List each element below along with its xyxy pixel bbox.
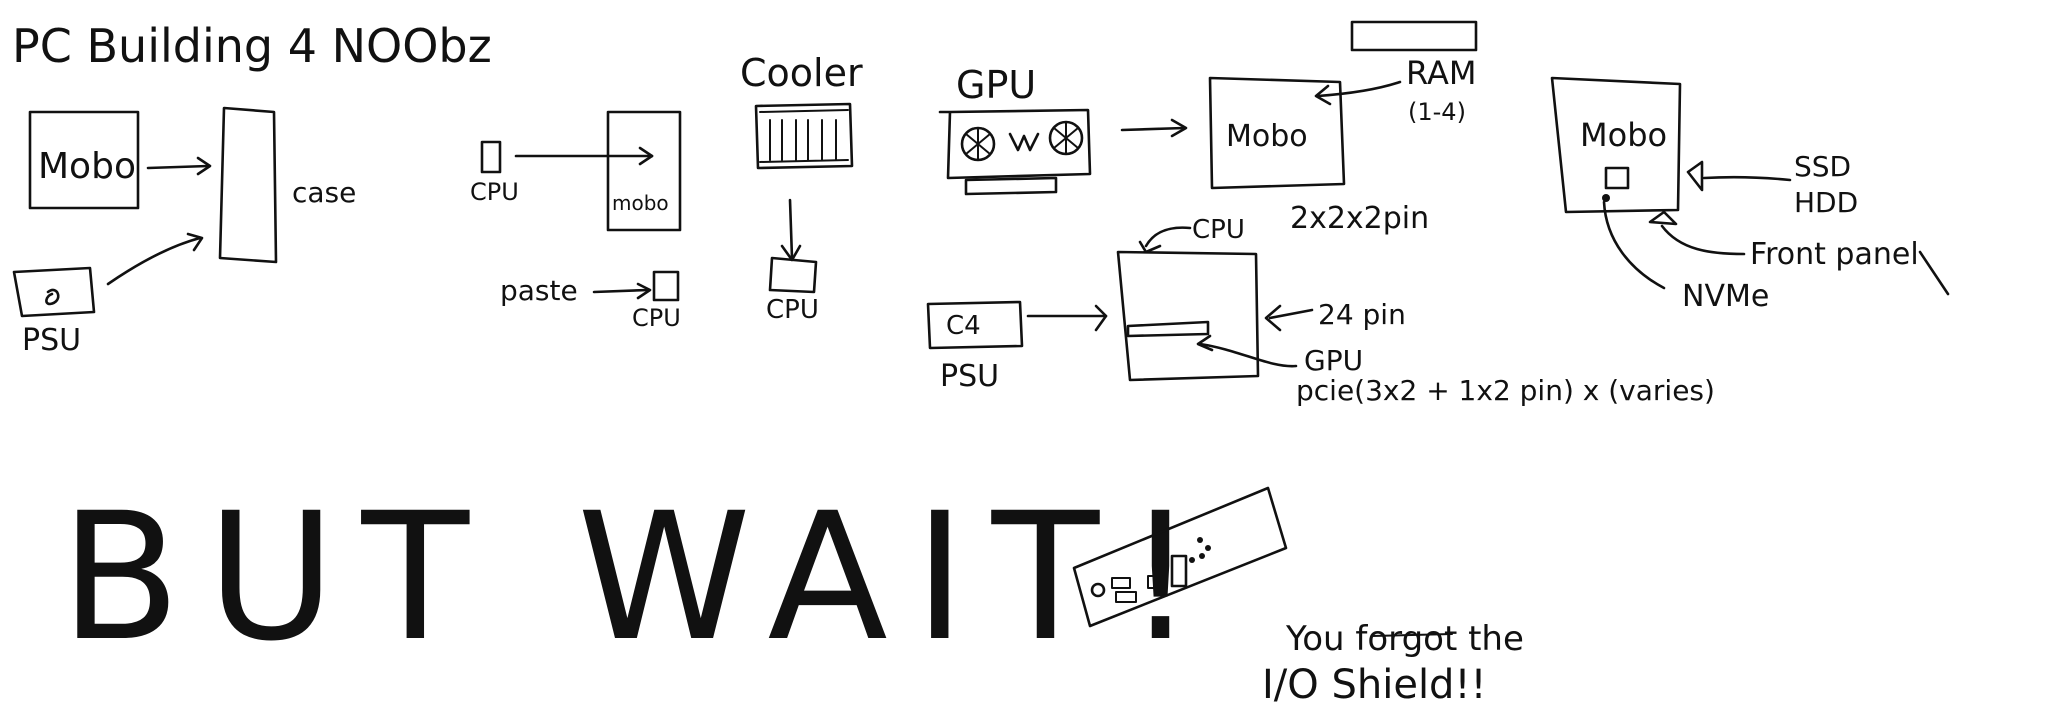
ram-count-label: (1-4) [1408, 98, 1466, 126]
psu-label-step1: PSU [22, 323, 81, 358]
psu-box-step5 [926, 300, 1024, 350]
arrow-cooler-to-cpu [788, 198, 794, 260]
cpu-box-cooler [768, 256, 818, 294]
ram-stick [1350, 20, 1478, 52]
io-audio-jack-1 [1189, 557, 1195, 563]
gpu-power-label: GPU [1304, 344, 1363, 377]
psu-box-step1 [12, 266, 96, 318]
gpu-fan-right-blades [1053, 121, 1079, 155]
mobo-box-step1 [28, 110, 140, 210]
pcie-slot [1126, 320, 1210, 338]
psu-fan-icon [45, 288, 60, 306]
cpu-pins-label: 2x2x2pin [1290, 201, 1429, 236]
arrow-psu-to-case [106, 236, 202, 286]
mobo-box-step6 [1550, 76, 1682, 214]
io-port-2 [1115, 591, 1137, 603]
arrow-gpu-to-mobo [1120, 126, 1186, 132]
psu-box-label: C4 [946, 311, 981, 341]
arrow-cpu-power [1144, 226, 1192, 248]
io-audio-jack-3 [1205, 545, 1211, 551]
case-box [218, 106, 278, 264]
io-audio-jack-2 [1197, 537, 1203, 543]
io-shield-screw [1090, 582, 1106, 598]
hdd-label: HDD [1794, 186, 1858, 219]
io-port-1 [1111, 577, 1131, 589]
mobo-label-step1: Mobo [38, 146, 136, 187]
mobo-box-step5 [1116, 250, 1260, 382]
forgot-strikethrough [1371, 633, 1453, 637]
nvme-mount-point [1602, 194, 1610, 202]
mobo-label-step4: Mobo [1226, 119, 1308, 154]
io-shield-text: I/O Shield!! [1262, 662, 1487, 708]
gpu-label-step4: GPU [956, 63, 1036, 107]
mobo-label-step6: Mobo [1580, 116, 1667, 154]
page-title: PC Building 4 NOObz [12, 19, 492, 73]
cooler-label: Cooler [740, 51, 863, 95]
cooler-box [754, 102, 854, 170]
arrowhead-gpu-power [1196, 334, 1214, 352]
arrow-ssd-hdd [1702, 175, 1792, 182]
arrowhead-cpu-to-mobo [638, 146, 654, 166]
arrow-ram-to-mobo [1316, 80, 1402, 98]
nvme-label: NVMe [1682, 279, 1769, 314]
arrowhead-cpu-power [1138, 240, 1162, 254]
arrowhead-psu-to-case [186, 232, 204, 252]
cooler-fins-icon [759, 109, 849, 163]
cpu-label-paste: CPU [632, 304, 681, 332]
forgot-text: You forgot the [1285, 619, 1524, 659]
pcie-power-label: pcie(3x2 + 1x2 pin) x (varies) [1296, 374, 1715, 407]
mobo-box-step2 [606, 110, 682, 232]
nvme-slot [1604, 166, 1630, 190]
gpu-card-box [938, 108, 1092, 180]
arrowhead-psu-to-mobo [1094, 304, 1108, 332]
io-shield-plate [1072, 486, 1288, 628]
io-port-4 [1170, 554, 1188, 588]
gpu-bracket [964, 176, 1058, 196]
arrow-front-panel [1660, 224, 1746, 256]
ram-label: RAM [1406, 54, 1476, 92]
case-label: case [292, 176, 356, 209]
mobo-label-step2: mobo [612, 191, 669, 215]
arrowhead-ram-to-mobo [1314, 84, 1332, 106]
arrow-mobo-to-case [146, 164, 210, 170]
arrowhead-mobo-to-case [196, 156, 212, 176]
arrow-nvme [1602, 200, 1666, 290]
but-wait-heading: BUT WAIT! [60, 475, 1222, 680]
arrowhead-24pin [1264, 304, 1282, 332]
ssd-label: SSD [1794, 150, 1851, 183]
arrow-24pin [1268, 308, 1314, 320]
psu-label-step5: PSU [940, 359, 999, 394]
gpu-logo-icon [1008, 132, 1040, 152]
sata-port-arrowhead [1686, 160, 1704, 192]
mobo-24pin-label: 24 pin [1318, 298, 1406, 331]
arrowhead-paste-to-cpu [636, 282, 652, 300]
front-panel-tail [1918, 250, 1950, 296]
front-panel-arrowhead [1648, 210, 1678, 226]
cpu-label-cooler: CPU [766, 295, 819, 325]
cpu-box-step2 [480, 140, 502, 174]
cpu-label-step2: CPU [470, 178, 519, 206]
cpu-power-label: CPU [1192, 215, 1245, 245]
io-audio-jack-4 [1199, 553, 1205, 559]
paste-label: paste [500, 274, 578, 307]
io-port-3 [1147, 575, 1163, 589]
front-panel-label: Front panel [1750, 237, 1919, 272]
arrow-paste-to-cpu [592, 288, 650, 294]
gpu-fan-left-blades [965, 127, 991, 161]
arrow-gpu-power [1198, 342, 1298, 368]
arrowhead-gpu-to-mobo [1170, 118, 1188, 138]
mobo-box-step4 [1208, 76, 1346, 190]
cpu-box-paste [652, 270, 680, 302]
